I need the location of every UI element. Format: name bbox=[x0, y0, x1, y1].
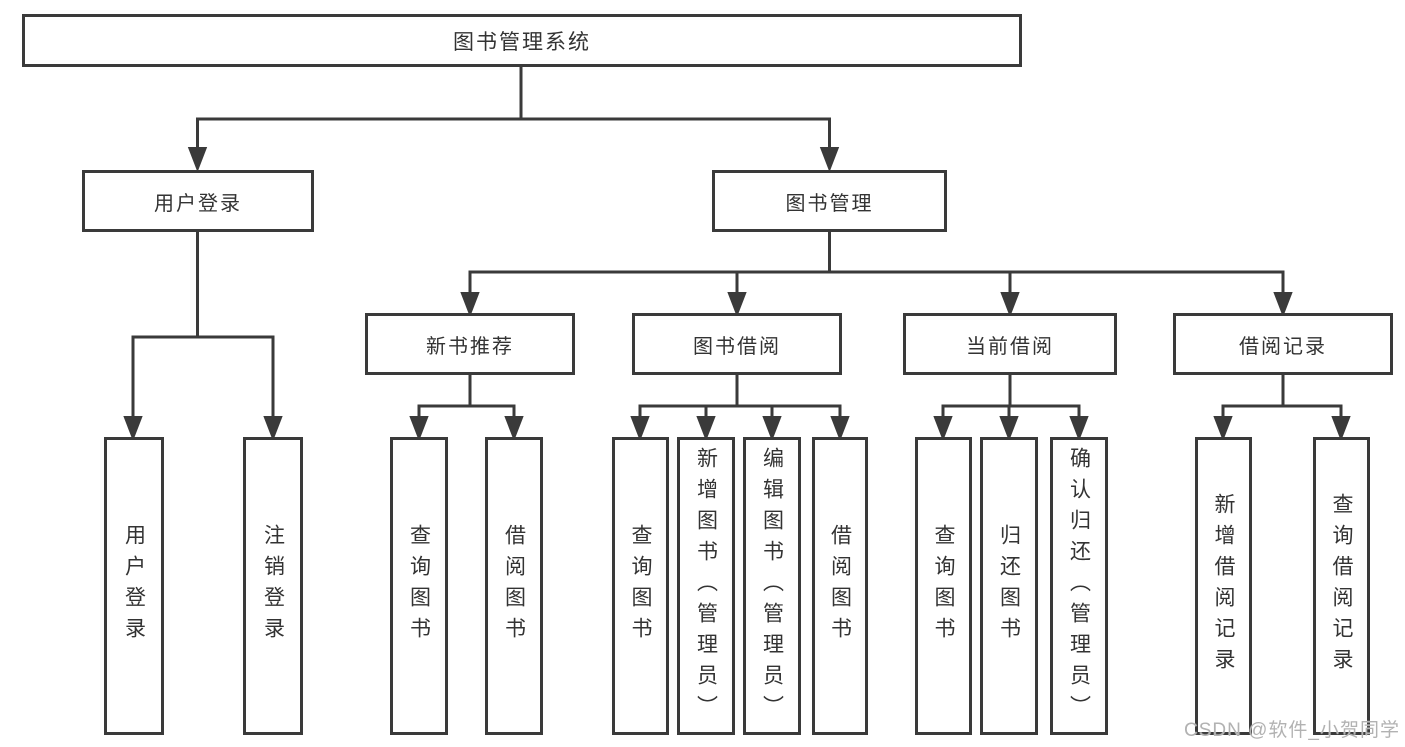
node-book-borrowing: 图书借阅 bbox=[632, 313, 842, 375]
leaf-label: 确认归还（管理员） bbox=[1067, 446, 1091, 726]
node-label: 新书推荐 bbox=[426, 335, 514, 358]
leaf-label: 新增借阅记录 bbox=[1212, 493, 1235, 679]
leaf-borrow-books-borrowing: 借阅图书 bbox=[812, 437, 868, 735]
leaf-logout: 注销登录 bbox=[243, 437, 303, 735]
node-library-management-system: 图书管理系统 bbox=[22, 14, 1022, 67]
node-book-management: 图书管理 bbox=[712, 170, 947, 232]
leaf-edit-books-admin: 编辑图书（管理员） bbox=[743, 437, 801, 735]
leaf-label: 编辑图书（管理员） bbox=[760, 446, 784, 726]
leaf-label: 查询借阅记录 bbox=[1330, 493, 1353, 679]
leaf-label: 借阅图书 bbox=[502, 524, 526, 648]
leaf-label: 查询图书 bbox=[407, 524, 431, 648]
node-label: 用户登录 bbox=[154, 192, 242, 215]
node-label: 当前借阅 bbox=[966, 335, 1054, 358]
node-borrowing-records: 借阅记录 bbox=[1173, 313, 1393, 375]
node-label: 借阅记录 bbox=[1239, 335, 1327, 358]
node-label: 图书借阅 bbox=[693, 335, 781, 358]
node-label: 图书管理系统 bbox=[453, 30, 591, 54]
leaf-user-login: 用户登录 bbox=[104, 437, 164, 735]
csdn-watermark: CSDN @软件_小贺同学 bbox=[1184, 720, 1400, 741]
leaf-label: 注销登录 bbox=[261, 524, 285, 648]
leaf-add-books-admin: 新增图书（管理员） bbox=[677, 437, 735, 735]
node-current-borrowing: 当前借阅 bbox=[903, 313, 1117, 375]
leaf-query-books-borrowing: 查询图书 bbox=[612, 437, 669, 735]
leaf-label: 新增图书（管理员） bbox=[694, 446, 718, 726]
node-label: 图书管理 bbox=[785, 192, 874, 215]
leaf-label: 查询图书 bbox=[629, 524, 652, 648]
node-user-login: 用户登录 bbox=[82, 170, 314, 232]
leaf-query-borrow-record: 查询借阅记录 bbox=[1313, 437, 1370, 735]
leaf-query-books-recommendation: 查询图书 bbox=[390, 437, 448, 735]
leaf-label: 用户登录 bbox=[122, 524, 146, 648]
leaf-query-books-current: 查询图书 bbox=[915, 437, 972, 735]
leaf-confirm-return-admin: 确认归还（管理员） bbox=[1050, 437, 1108, 735]
leaf-return-books: 归还图书 bbox=[980, 437, 1038, 735]
node-new-book-recommendation: 新书推荐 bbox=[365, 313, 575, 375]
leaf-label: 查询图书 bbox=[932, 524, 955, 648]
leaf-label: 归还图书 bbox=[997, 524, 1021, 648]
leaf-add-borrow-record: 新增借阅记录 bbox=[1195, 437, 1252, 735]
leaf-borrow-books-recommendation: 借阅图书 bbox=[485, 437, 543, 735]
leaf-label: 借阅图书 bbox=[828, 524, 852, 648]
